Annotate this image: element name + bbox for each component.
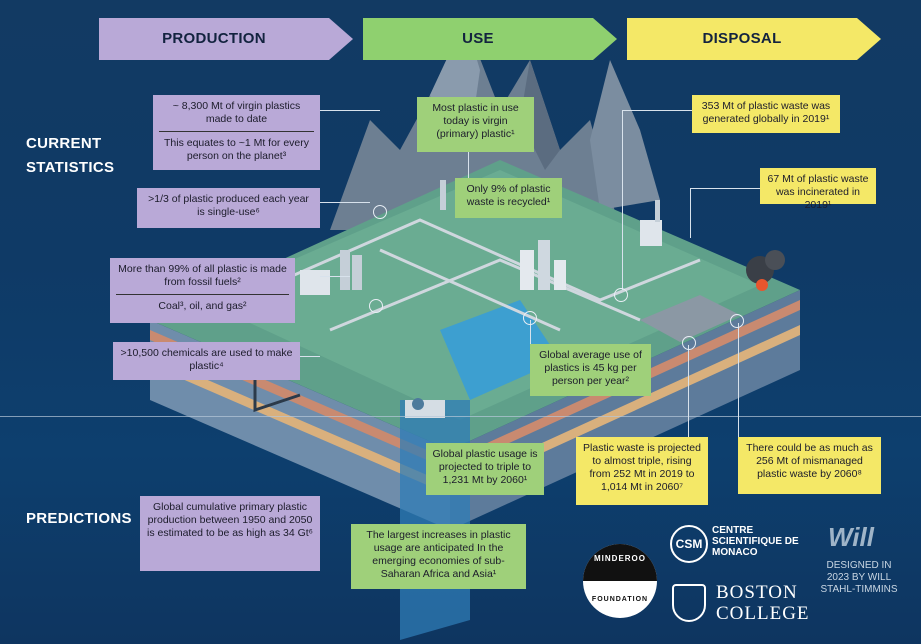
use-label: USE [462,30,494,47]
per-person-text: This equates to ~1 Mt for every person o… [159,131,314,163]
callout-ring [614,288,628,302]
silo-1 [340,250,350,290]
waste-generated-box: 353 Mt of plastic waste was generated gl… [692,95,840,133]
callout-ring [373,205,387,219]
minderoo-bottom-text: FOUNDATION [591,596,649,603]
pipeline [253,380,301,413]
will-logo: Will [828,522,874,552]
virgin-made-text: ~ 8,300 Mt of virgin plastics made to da… [172,100,301,125]
waste-triple-box: Plastic waste is projected to almost tri… [576,437,708,505]
waste-incinerated-box: 67 Mt of plastic waste was incinerated i… [760,168,876,211]
mismanaged-waste-box: There could be as much as 256 Mt of mism… [738,437,881,494]
recycled-box: Only 9% of plastic waste is recycled¹ [455,178,562,218]
disposal-label: DISPOSAL [702,30,782,47]
mountain-shadow [520,60,560,170]
callout-ring [682,336,696,350]
usage-regions-box: The largest increases in plastic usage a… [351,524,526,589]
fossil-text: More than 99% of all plastic is made fro… [118,263,287,288]
callout-ring [730,314,744,328]
fossil-fuels-box: More than 99% of all plastic is made fro… [110,258,295,323]
average-use-box: Global average use of plastics is 45 kg … [530,344,651,396]
csm-mark-text: CSM [675,537,703,551]
virgin-plastics-box: ~ 8,300 Mt of virgin plastics made to da… [153,95,320,170]
single-use-box: >1/3 of plastic produced each year is si… [137,188,320,228]
callout-ring [523,311,537,325]
boston-college-seal [672,584,706,622]
incinerator [640,220,662,246]
mountain-peak-right [590,60,660,210]
landfill [640,295,740,342]
chemicals-box: >10,500 chemicals are used to make plast… [113,342,300,380]
fossil-sub-text: Coal³, oil, and gas² [116,294,289,313]
designer-credit: DESIGNED IN 2023 BY WILL STAHL-TIMMINS [820,560,898,595]
tower-2 [538,240,550,290]
virgin-in-use-box: Most plastic in use today is virgin (pri… [417,97,534,152]
csm-logo-mark: CSM [670,525,708,563]
cumulative-production-box: Global cumulative primary plastic produc… [140,496,320,571]
minderoo-top-text: MINDEROO [594,554,646,563]
tower-1 [520,250,534,290]
csm-name: CENTRE SCIENTIFIQUE DE MONACO [712,525,799,558]
water-column [400,400,470,640]
usage-triple-box: Global plastic usage is projected to tri… [426,443,544,495]
chimney-2 [440,180,446,210]
fire [756,279,768,291]
predictions-label: PREDICTIONS [26,510,132,527]
use-arrow: USE [363,18,617,60]
minderoo-logo: MINDEROO FOUNDATION [583,544,657,618]
callout-ring [369,299,383,313]
bc-line-1: BOSTON [716,582,798,603]
silo-2 [352,255,362,290]
production-label: PRODUCTION [162,30,266,47]
factory-1 [300,270,330,295]
tower-3 [554,260,566,290]
disposal-arrow: DISPOSAL [627,18,881,60]
production-arrow: PRODUCTION [99,18,353,60]
current-statistics-label: CURRENT STATISTICS [26,135,115,176]
chimney [655,200,660,222]
section-divider [0,416,921,417]
bc-line-2: COLLEGE [716,603,810,624]
boston-college-name: BOSTON COLLEGE [716,582,810,624]
